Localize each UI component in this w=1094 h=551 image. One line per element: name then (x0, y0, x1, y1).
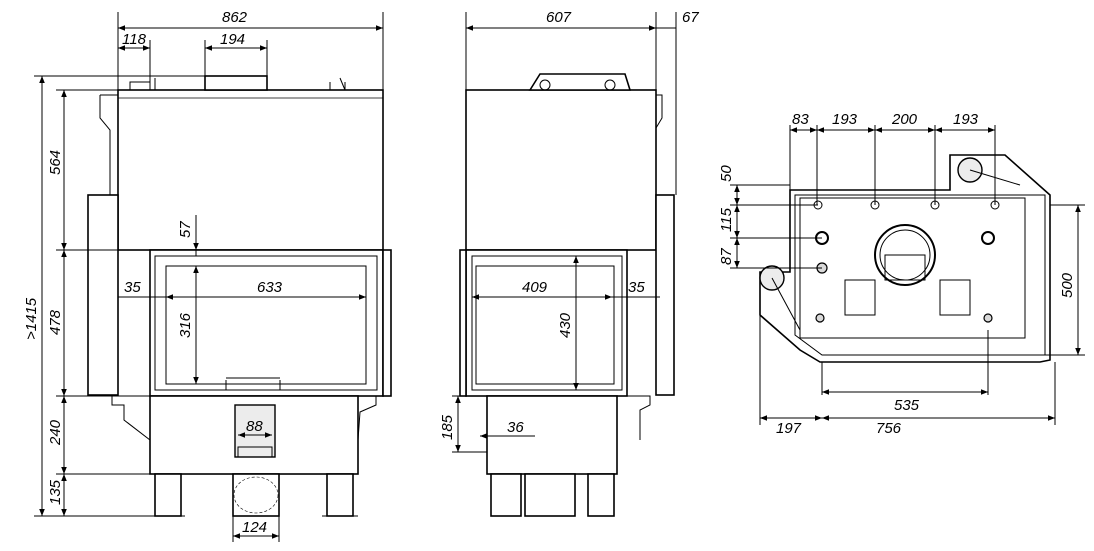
dim-side-glass-width: 409 (522, 279, 548, 296)
dim-glass-height: 316 (177, 312, 194, 338)
dim-flue-width: 194 (220, 31, 245, 48)
plan-dim-a: 83 (792, 111, 809, 128)
dim-overall-width: 862 (222, 9, 248, 26)
front-upper-casing (117, 89, 384, 251)
dim-step-depth: 36 (507, 419, 524, 436)
dim-side-glass-height: 430 (557, 312, 574, 338)
front-left-side-panel (87, 194, 119, 396)
dim-door-section: 478 (47, 309, 64, 335)
front-right-leg (326, 473, 354, 517)
plan-dim-b: 193 (832, 111, 858, 128)
plan-dim-left-projection: 197 (776, 420, 802, 437)
dim-base-section: 240 (47, 419, 64, 446)
dim-door-top-gap: 57 (177, 221, 194, 238)
plan-dim-c: 200 (891, 111, 918, 128)
front-flue-outlet (204, 75, 268, 91)
dim-side-door-offset: 35 (628, 279, 645, 296)
dim-rear-offset: 67 (682, 9, 699, 26)
dim-overall-height: >1415 (23, 297, 40, 340)
plan-flue-opening (874, 224, 936, 286)
front-door-frame (149, 249, 384, 397)
plan-view: 83 193 200 193 50 115 87 500 535 197 756 (718, 111, 1085, 437)
side-bottom-duct (524, 473, 576, 517)
dim-glass-width: 633 (257, 279, 283, 296)
dim-side-depth: 607 (546, 9, 572, 26)
side-upper-casing (465, 89, 657, 251)
front-glass (165, 265, 367, 385)
dim-duct-width: 124 (242, 519, 267, 536)
dim-door-side-offset: 35 (124, 279, 141, 296)
side-door-frame (465, 249, 628, 397)
side-top-collar (528, 73, 632, 91)
plan-outer-outline (759, 154, 1051, 363)
plan-dim-right-depth: 500 (1059, 272, 1076, 298)
side-left-leg (490, 473, 522, 517)
side-right-panel (655, 194, 675, 396)
dim-leg-height: 135 (47, 479, 64, 505)
plan-dim-total-width: 756 (876, 420, 902, 437)
plan-dim-d: 193 (953, 111, 979, 128)
front-view: 862 118 194 >1415 564 478 240 135 57 35 … (23, 9, 392, 542)
plan-dim-e: 50 (718, 165, 735, 182)
plan-dim-g: 87 (718, 248, 735, 265)
front-left-leg (154, 473, 182, 517)
side-right-leg (587, 473, 615, 517)
plan-dim-f: 115 (718, 207, 735, 232)
plan-dim-base-width: 535 (894, 397, 920, 414)
dim-top-section: 564 (47, 150, 64, 175)
dim-step-height: 185 (439, 414, 456, 440)
front-bottom-duct (232, 473, 280, 517)
dim-top-left-offset: 118 (122, 31, 147, 48)
dim-air-inlet-width: 88 (246, 418, 263, 435)
side-glass (475, 265, 615, 385)
front-air-inlet (234, 404, 276, 458)
side-view: 607 67 409 35 430 185 36 (439, 9, 699, 517)
side-base (486, 395, 618, 475)
